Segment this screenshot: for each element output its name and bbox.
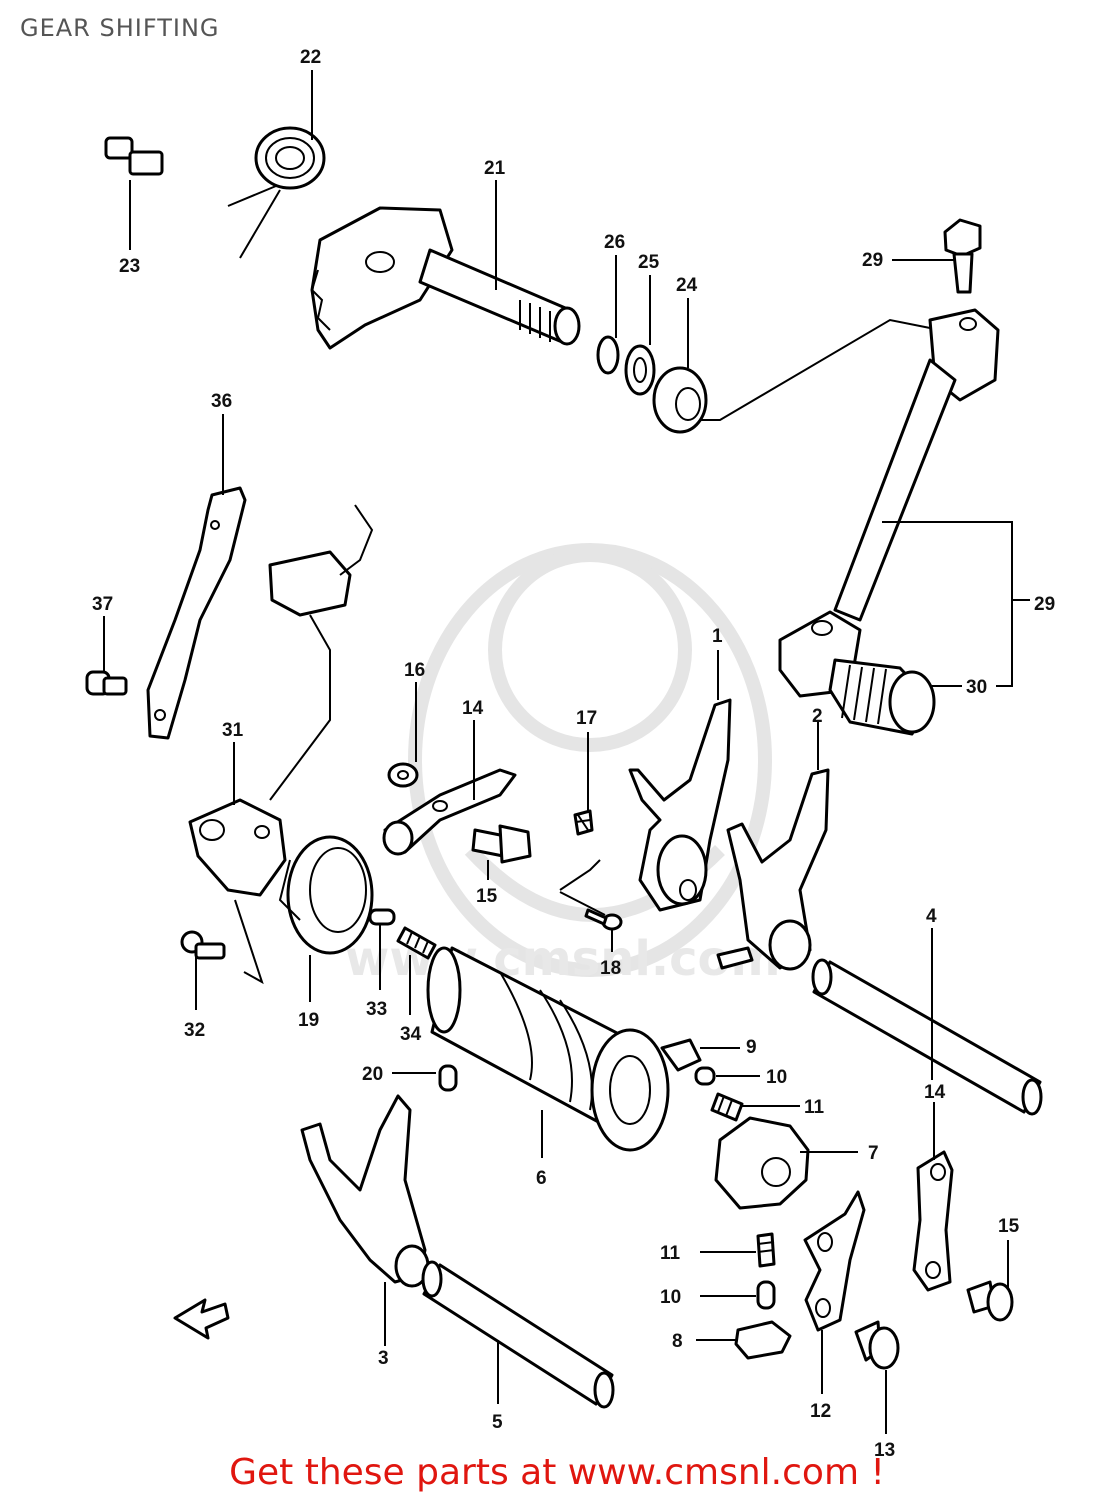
- washer-27[interactable]: [624, 344, 656, 396]
- screw-13[interactable]: [854, 1320, 900, 1370]
- gear-shift-fork-shaft-5[interactable]: [421, 1260, 615, 1409]
- callout-35[interactable]: 34: [400, 1024, 422, 1045]
- spring-19[interactable]: [573, 809, 594, 836]
- leader-lines: [103, 70, 1030, 1434]
- spring-35[interactable]: [396, 926, 437, 960]
- callout-20[interactable]: 18: [600, 958, 621, 979]
- callout-4[interactable]: 4: [926, 906, 937, 927]
- callout-7[interactable]: 7: [868, 1143, 879, 1164]
- callout-3[interactable]: 3: [378, 1348, 389, 1369]
- callout-24[interactable]: 22: [300, 47, 321, 68]
- callout-28[interactable]: 26: [604, 232, 625, 253]
- screw-15[interactable]: [966, 1280, 1014, 1322]
- callout-14[interactable]: 14: [924, 1082, 946, 1103]
- bolt-17[interactable]: [471, 824, 532, 864]
- callout-25[interactable]: 23: [119, 256, 140, 277]
- footer-link[interactable]: Get these parts at www.cmsnl.com !: [229, 1452, 885, 1493]
- page-title: GEAR SHIFTING: [20, 14, 220, 42]
- bolt-25[interactable]: [104, 136, 164, 176]
- guide-plate-12[interactable]: [803, 1190, 866, 1332]
- washer-18[interactable]: [387, 762, 419, 788]
- oil-seal-26[interactable]: [652, 366, 708, 434]
- pin-20[interactable]: [559, 859, 623, 931]
- gear-shift-fork-2[interactable]: [716, 768, 830, 971]
- callout-6[interactable]: 6: [536, 1168, 547, 1189]
- callout-2[interactable]: 2: [812, 706, 823, 727]
- callout-9[interactable]: 9: [746, 1037, 757, 1058]
- callout-36[interactable]: 36: [211, 391, 232, 412]
- callout-labels: 22 23 21 26 25 24 29 29 30 36 37 31 32 1…: [92, 47, 1055, 1461]
- callout-16[interactable]: 14: [462, 698, 484, 719]
- callout-17[interactable]: 15: [476, 886, 498, 907]
- callout-10b[interactable]: 10: [660, 1287, 681, 1308]
- callout-19[interactable]: 17: [576, 708, 597, 729]
- bolt-31[interactable]: [943, 218, 982, 294]
- callout-34[interactable]: 33: [366, 999, 387, 1020]
- screw-37[interactable]: [85, 670, 128, 696]
- spring-11-lower[interactable]: [756, 1232, 776, 1268]
- stopper-plate-14[interactable]: [912, 1150, 954, 1292]
- screw-33[interactable]: [180, 930, 226, 960]
- pin-22[interactable]: [438, 1064, 458, 1092]
- callout-31[interactable]: 29: [862, 250, 883, 271]
- pin-34[interactable]: [368, 908, 396, 926]
- callout-22[interactable]: 20: [362, 1064, 383, 1085]
- gear-shift-cam-6[interactable]: [426, 946, 670, 1152]
- gear-shift-pawl-9[interactable]: [660, 1038, 702, 1072]
- pin-10-lower[interactable]: [756, 1280, 776, 1310]
- arrow-icon: [173, 1298, 230, 1340]
- gear-position-switch-32[interactable]: [188, 504, 374, 985]
- gear-shift-fork-shaft-4[interactable]: [811, 958, 1043, 1116]
- callout-23[interactable]: 21: [484, 158, 506, 179]
- callout-21[interactable]: 19: [298, 1010, 319, 1031]
- circlip-28[interactable]: [596, 335, 620, 375]
- gear-shift-shaft-23[interactable]: [310, 206, 581, 350]
- callout-1[interactable]: 1: [712, 626, 723, 647]
- pin-10[interactable]: [694, 1066, 716, 1086]
- callout-32[interactable]: 31: [222, 720, 244, 741]
- gear-shift-pawl-8[interactable]: [734, 1320, 792, 1360]
- callout-37[interactable]: 37: [92, 594, 113, 615]
- callout-30[interactable]: 30: [966, 677, 987, 698]
- callout-15[interactable]: 15: [998, 1216, 1020, 1237]
- gear-shift-lever-29[interactable]: [778, 308, 1000, 698]
- callout-12[interactable]: 12: [810, 1401, 831, 1422]
- callout-18[interactable]: 16: [404, 660, 425, 681]
- callout-5[interactable]: 5: [492, 1412, 503, 1433]
- clamp-36[interactable]: [146, 486, 247, 740]
- callout-26[interactable]: 24: [676, 275, 698, 296]
- gear-position-switch-cover-21[interactable]: [278, 835, 374, 955]
- stopper-arm-16[interactable]: [382, 768, 517, 856]
- callout-27[interactable]: 25: [638, 252, 660, 273]
- callout-11b[interactable]: 11: [660, 1243, 681, 1264]
- callout-29[interactable]: 29: [1034, 594, 1055, 615]
- gear-shift-fork-3[interactable]: [300, 1094, 430, 1288]
- callout-33[interactable]: 32: [184, 1020, 205, 1041]
- callout-10[interactable]: 10: [766, 1067, 787, 1088]
- gear-shift-fork-1[interactable]: [628, 698, 732, 912]
- spring-11[interactable]: [710, 1092, 744, 1122]
- callout-8[interactable]: 8: [672, 1331, 683, 1352]
- gear-shift-cam-driven-gear-7[interactable]: [714, 1116, 810, 1210]
- return-spring-24[interactable]: [227, 126, 326, 259]
- rubber-30[interactable]: [828, 658, 936, 736]
- callout-13[interactable]: 13: [874, 1440, 895, 1461]
- callout-11[interactable]: 11: [804, 1097, 825, 1118]
